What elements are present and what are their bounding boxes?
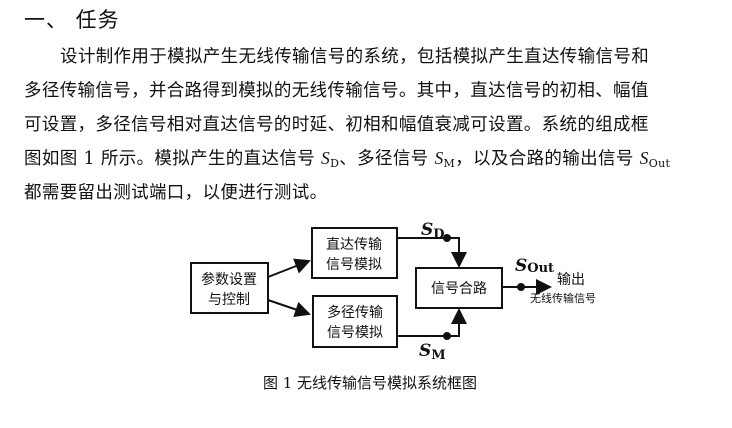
sout-label: SOut [515, 256, 554, 276]
combiner-box-label: 信号合路 [431, 281, 487, 297]
symbol-sout: S [639, 148, 649, 168]
figure-caption: 图 1 无线传输信号模拟系统框图 [262, 374, 478, 392]
control-box-label: 参数设置 [201, 271, 257, 288]
paragraph-line: 多径传输信号，并合路得到模拟的无线传输信号。其中，直达信号的初相、幅值 [24, 81, 649, 101]
multipath-box-label: 多径传输 [327, 304, 383, 321]
control-box [190, 262, 269, 314]
sm-label: SM [419, 341, 446, 363]
multipath-box-label: 信号模拟 [327, 325, 383, 341]
section-heading: 一、 任务 [24, 8, 120, 32]
symbol-sout-sub: Out [648, 157, 671, 170]
arrow-to-multipath [267, 299, 311, 318]
paragraph-line: 图如图 1 所示。模拟产生的直达信号 SD、多径信号 SM，以及合路的输出信号 … [24, 145, 670, 170]
paragraph-line: 设计制作用于模拟产生无线传输信号的系统，包括模拟产生直达传输信号和 [60, 47, 650, 67]
paragraph-line: 可设置，多径信号相对直达信号的时延、初相和幅值衰减可设置。系统的组成框 [24, 115, 649, 135]
sd-label: SD [421, 220, 445, 242]
sd-line [397, 237, 467, 268]
symbol-sd-sub: D [330, 157, 340, 170]
sout-test-port [517, 283, 525, 291]
symbol-sm: S [434, 148, 444, 168]
sm-test-port [443, 332, 451, 340]
direct-box [311, 227, 398, 279]
multipath-box [312, 295, 398, 348]
symbol-sm-sub: M [443, 157, 456, 170]
symbol-sd: S [320, 148, 331, 168]
text: 图如图 1 所示。模拟产生的直达信号 [24, 149, 321, 169]
control-box-label: 与控制 [208, 292, 250, 308]
sd-test-port [443, 234, 451, 242]
output-description: 无线传输信号 [530, 291, 596, 305]
direct-box-label: 信号模拟 [326, 257, 382, 273]
text: ，以及合路的输出信号 [455, 149, 640, 169]
arrow-to-direct [267, 258, 311, 278]
sm-line [397, 308, 467, 337]
paragraph-line: 都需要留出测试端口，以便进行测试。 [24, 183, 328, 203]
text: 、多径信号 [339, 149, 435, 169]
direct-box-label: 直达传输 [326, 236, 382, 253]
output-label: 输出 [557, 272, 585, 288]
